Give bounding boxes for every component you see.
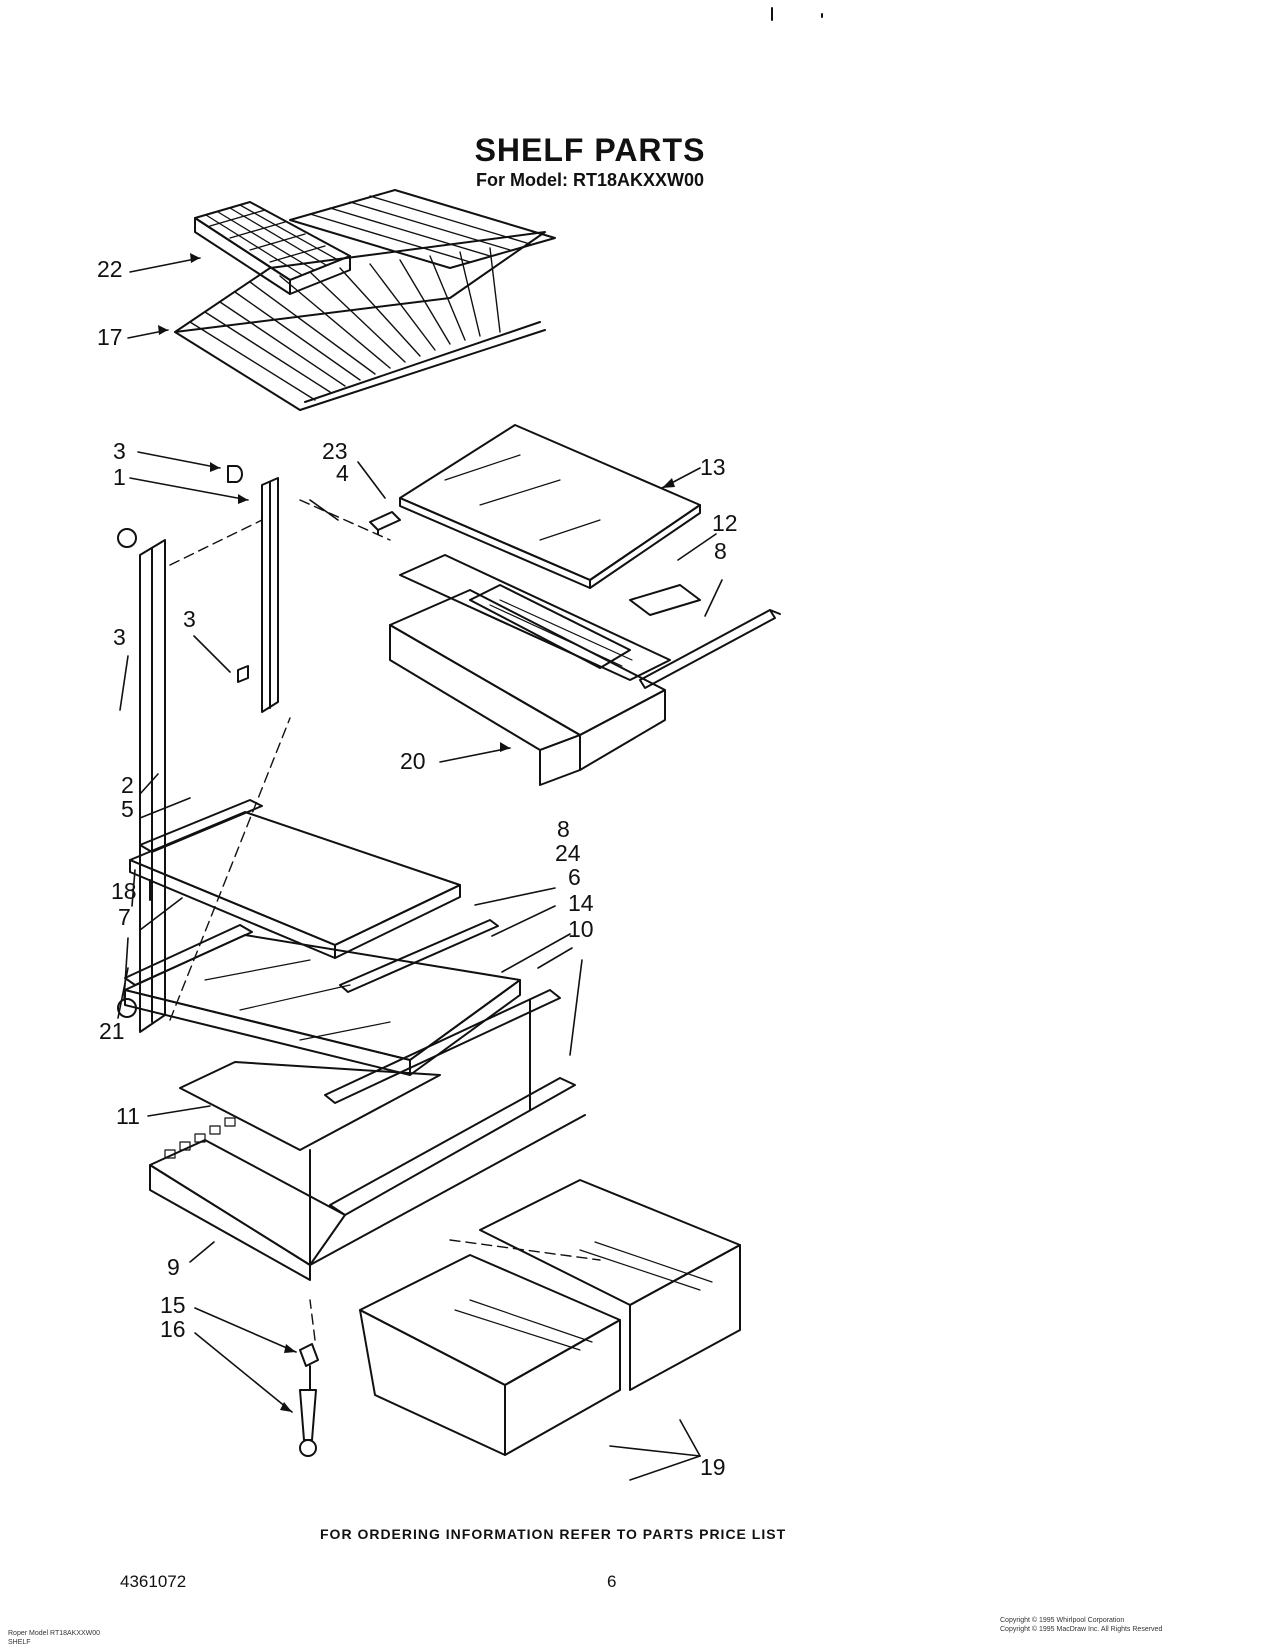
fine-print-copyright-1: Copyright © 1995 Whirlpool Corporation	[1000, 1617, 1125, 1624]
crisper-drawers	[359, 1179, 741, 1456]
callout-4: 4	[336, 460, 349, 486]
callout-23: 23	[322, 438, 348, 464]
callout-13: 13	[700, 454, 726, 480]
callout-20: 20	[400, 748, 426, 774]
meat-pan-assembly	[369, 424, 781, 786]
shelf-ladder-rails	[117, 465, 601, 1341]
callout-8-lower: 8	[557, 816, 570, 842]
callout-11: 11	[116, 1103, 140, 1129]
callout-21: 21	[99, 1018, 125, 1044]
glass-shelf-lower	[124, 924, 561, 1104]
callout-19: 19	[700, 1454, 726, 1480]
callout-1: 1	[113, 464, 126, 490]
callout-24: 24	[555, 840, 581, 866]
callout-14: 14	[568, 890, 594, 916]
callout-9: 9	[167, 1254, 180, 1280]
fine-print-model: Roper Model RT18AKXXW00	[8, 1630, 101, 1637]
callout-18: 18	[111, 878, 137, 904]
document-number: 4361072	[120, 1572, 187, 1591]
callout-10: 10	[568, 916, 594, 942]
ordering-information-note: FOR ORDERING INFORMATION REFER TO PARTS …	[320, 1526, 787, 1542]
callout-22: 22	[97, 256, 123, 282]
crisper-cover-frame	[149, 999, 586, 1281]
callout-3-top: 3	[113, 438, 126, 464]
page-number: 6	[607, 1572, 617, 1591]
callout-arrowheads	[158, 253, 675, 1412]
callout-6: 6	[568, 864, 581, 890]
callout-3-left: 3	[113, 624, 126, 650]
diagram-title: SHELF PARTS	[474, 132, 706, 168]
callout-8-upper: 8	[714, 538, 727, 564]
ice-cube-tray	[194, 201, 351, 295]
callout-5: 5	[121, 796, 134, 822]
callout-15: 15	[160, 1292, 186, 1318]
freezer-wire-shelf	[174, 189, 556, 411]
callout-17: 17	[97, 324, 123, 350]
callout-7: 7	[118, 904, 131, 930]
fine-print-copyright-2: Copyright © 1995 MacDraw Inc. All Rights…	[1000, 1626, 1163, 1633]
fine-print-section: SHELF	[8, 1639, 31, 1646]
callout-16: 16	[160, 1316, 186, 1342]
model-subtitle: For Model: RT18AKXXW00	[475, 170, 705, 190]
callout-12: 12	[712, 510, 738, 536]
callout-2: 2	[121, 772, 134, 798]
callout-3-middle: 3	[183, 606, 196, 632]
roller-leveler	[299, 1343, 319, 1457]
callout-leader-lines	[117, 257, 723, 1481]
glass-shelf-upper	[129, 799, 499, 993]
